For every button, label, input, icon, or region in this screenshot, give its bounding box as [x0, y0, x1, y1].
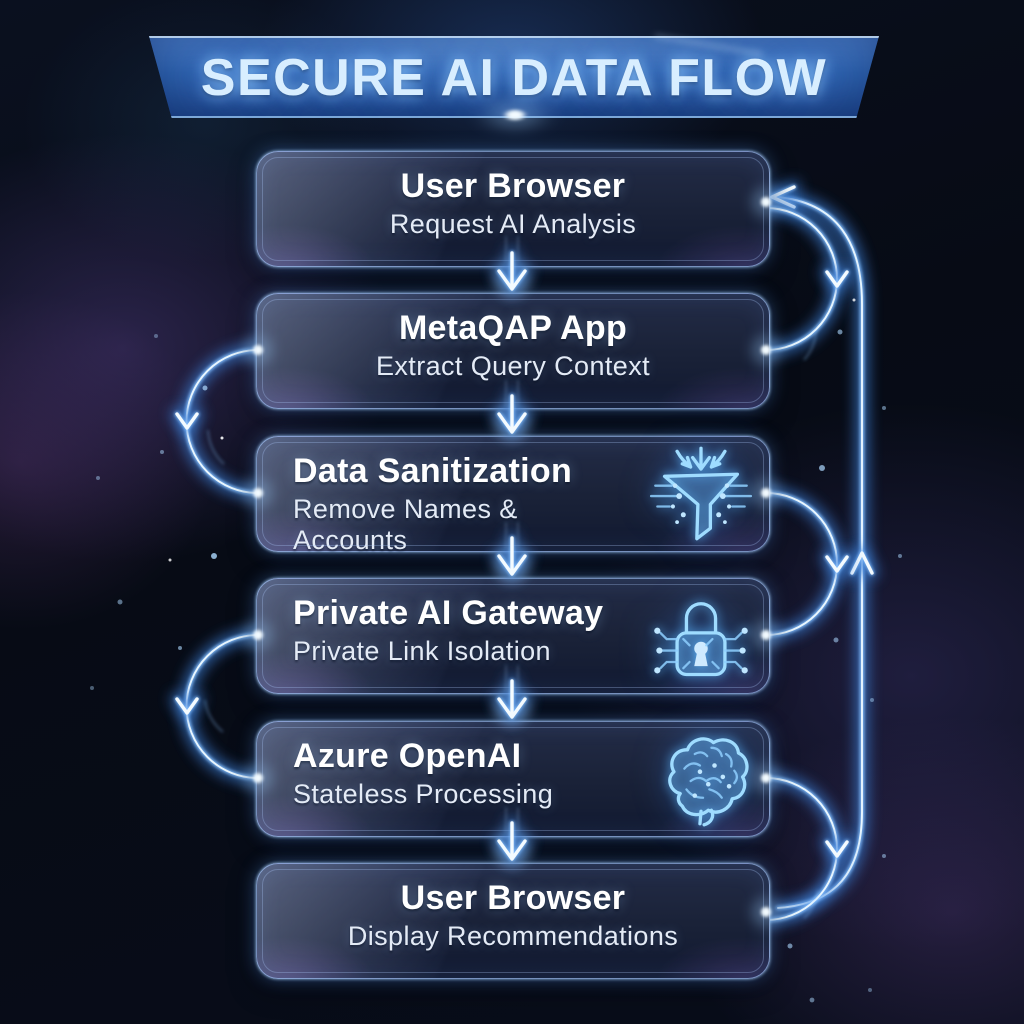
node-title: Azure OpenAI	[293, 737, 522, 775]
node-subtitle: Display Recommendations	[347, 921, 679, 951]
node-subtitle: Request AI Analysis	[389, 209, 637, 239]
node-data-sanitization: Data Sanitization Remove Names & Account…	[256, 436, 770, 555]
node-user-browser-request: User Browser Request AI Analysis	[256, 151, 770, 267]
node-subtitle: Stateless Processing	[293, 779, 554, 809]
node-subtitle: Remove Names & Accounts	[293, 494, 518, 555]
node-subtitle: Extract Query Context	[376, 351, 650, 381]
node-azure-openai: Azure OpenAI Stateless Processing	[256, 721, 770, 837]
funnel-icon	[649, 442, 753, 546]
node-private-ai-gateway: Private AI Gateway Private Link Isolatio…	[256, 578, 770, 694]
lock-icon	[649, 584, 753, 688]
node-title: Private AI Gateway	[293, 594, 604, 632]
node-user-browser-display: User Browser Display Recommendations	[256, 863, 770, 979]
brain-icon	[649, 727, 753, 831]
node-metaqap-app: MetaQAP App Extract Query Context	[256, 293, 770, 409]
node-title: Data Sanitization	[293, 452, 573, 490]
node-title: User Browser	[400, 167, 626, 205]
page-title: SECURE AI DATA FLOW	[200, 49, 828, 107]
return-path	[772, 187, 872, 908]
node-title: MetaQAP App	[398, 309, 628, 347]
node-title: User Browser	[400, 879, 626, 917]
node-subtitle: Private Link Isolation	[293, 636, 551, 666]
title-banner: SECURE AI DATA FLOW	[149, 36, 879, 118]
